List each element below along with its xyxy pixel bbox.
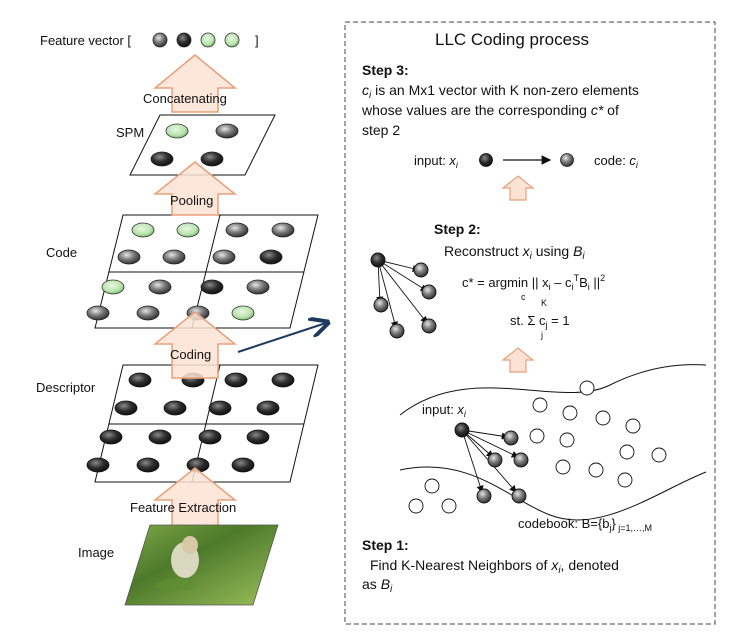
codebook-open-dots [408,380,667,514]
llc-box [344,21,716,625]
step2-sum-lower: j [540,330,543,340]
coding-arrow-icon [152,311,238,379]
step3-title: Step 3: [362,62,409,78]
coding-connector-arrow [237,323,326,353]
step1-neighbor-dot [487,452,503,468]
feature-vector-dots [152,32,240,48]
step2-constraint: st. Σ cj = 1 [510,313,570,330]
pooling-label: Pooling [170,193,213,208]
codebook-label: codebook: B={bj} j=1,…,M [518,516,652,533]
step2-sum-upper: K [541,298,547,308]
llc-title: LLC Coding process [435,30,589,49]
step3-line2: whose values are the corresponding c* of [361,102,619,118]
descriptor-dots [86,372,295,473]
step2-text: Reconstruct xi using Bi [444,243,585,262]
step3-line1: ci is an Mx1 vector with K non-zero elem… [362,82,639,101]
feature-vector-close: ] [255,33,259,48]
step2-neighbor-dot [373,297,389,313]
step1-line1: Find K-Nearest Neighbors of xi, denoted [370,557,619,576]
manifold-upper-curve [399,364,707,416]
spm-dots [150,123,239,167]
spm-label: SPM [116,125,144,140]
step2-neighbor-dot [413,262,429,278]
step2-argmin-subscript: c [521,292,526,302]
spm-plane [129,114,276,176]
step1-input-dot [454,422,470,438]
step1-neighbor-dot [476,488,492,504]
step1-title: Step 1: [362,537,409,553]
step2-neighbor-dot [421,318,437,334]
step2-input-dot [370,252,386,268]
coding-label: Coding [170,347,211,362]
feature-vector-dot-4 [224,32,240,48]
input-image [124,524,279,606]
descriptor-label: Descriptor [36,380,96,395]
step3-code-dot [560,153,574,167]
code-dots [86,222,295,321]
step2-neighbor-dot [389,323,405,339]
code-label: Code [46,245,77,260]
step1-to-step2-arrow-icon [501,347,535,373]
feature-vector-dot-3 [200,32,216,48]
image-label: Image [78,545,114,560]
feature-extraction-label: Feature Extraction [130,500,236,515]
step1-knn-graph [454,422,529,504]
feature-vector-label: Feature vector [ [40,33,131,48]
step2-reconstruction-graph [370,252,437,339]
step2-to-step3-arrow-icon [501,175,535,201]
step2-neighbor-dot [421,284,437,300]
concatenating-label: Concatenating [143,91,227,106]
step3-input-dot [479,153,493,167]
step1-input-label: input: xi [422,402,467,419]
step1-line2: as Bi [362,576,393,595]
step2-title: Step 2: [434,221,481,237]
step1-neighbor-dot [513,452,529,468]
step1-neighbor-dot [503,430,519,446]
manifold-lower-curve [399,466,707,521]
step3-input-label: input: xi [414,153,459,170]
step3-line3: step 2 [362,122,400,138]
pipeline-arrows [152,54,238,534]
step3-code-label: code: ci [594,153,639,170]
feature-vector-dot-2 [176,32,192,48]
pooling-arrow-icon [152,161,238,216]
concatenating-arrow-icon [152,54,238,113]
step2-equation: c* = argmin || xi – ciTBi ||2 [462,273,605,292]
step1-neighbor-dot [511,488,527,504]
feature-vector-dot-1 [152,32,168,48]
